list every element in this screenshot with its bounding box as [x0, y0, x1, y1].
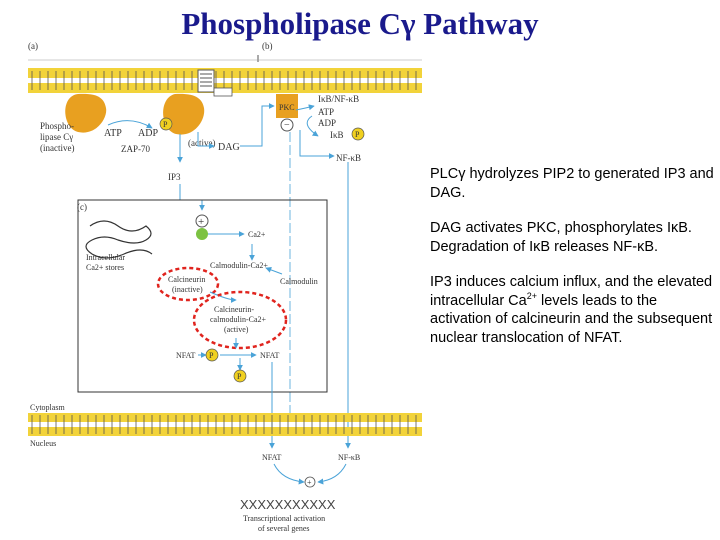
- er-icon: [85, 220, 153, 259]
- calmodulin-ca-label: Calmodulin-Ca2+: [210, 261, 268, 270]
- svg-text:PKC: PKC: [279, 103, 295, 112]
- nfat-left-label: NFAT: [176, 351, 196, 360]
- svg-text:(inactive): (inactive): [172, 285, 203, 294]
- calcineurin-inactive-label-1: Calcineurin: [168, 275, 205, 284]
- zap70-label: ZAP-70: [121, 144, 150, 154]
- svg-text:P: P: [237, 372, 242, 381]
- svg-text:(active): (active): [224, 325, 249, 334]
- calcineurin-active-highlight: [192, 290, 288, 350]
- calcineurin-active-label-1: Calcineurin-: [214, 305, 254, 314]
- svg-text:Calcineurin: Calcineurin: [168, 275, 205, 284]
- calcineurin-active-label-2: calmodulin-Ca2+: [210, 315, 267, 324]
- adp-label-a: ADP: [138, 128, 158, 139]
- calmodulin-label: Calmodulin: [280, 277, 318, 286]
- ip3-receptor-dot: [196, 228, 208, 240]
- panel-b-label: (b): [262, 41, 273, 51]
- plc-inactive-shape: [65, 93, 107, 133]
- svg-text:P: P: [355, 130, 360, 139]
- plc-active-shape: [163, 93, 205, 135]
- phosphate-icon-b: [351, 127, 365, 141]
- plus-icon: [195, 214, 209, 228]
- minus-sign: −: [284, 120, 290, 131]
- plc-inactive-label-3: (inactive): [40, 143, 74, 153]
- svg-text:(inactive): (inactive): [40, 143, 74, 153]
- ca-stores-label-2: Ca2+ stores: [86, 263, 124, 272]
- ca-stores-label-1: Intracellular: [86, 253, 125, 262]
- dag-label: DAG: [218, 142, 240, 153]
- phosphate-icon-free: [233, 369, 247, 383]
- panel-c-label: (c): [77, 202, 87, 212]
- note-ip3: IP3 induces calcium influx, and the elev…: [430, 274, 713, 346]
- target-plus-icon: [304, 476, 316, 488]
- pkc-node: PKC: [276, 94, 298, 118]
- phosphate-icon-nfat: [205, 348, 219, 362]
- atp-label-a: ATP: [104, 128, 122, 139]
- calcineurin-inactive-highlight: [156, 266, 220, 302]
- ip3-label: IP3: [168, 172, 181, 182]
- transcription-label-2: of several genes: [258, 524, 310, 533]
- inhibit-sign: [280, 118, 294, 132]
- nucleus-label: Nucleus: [30, 439, 56, 448]
- nfkb-label-b: NF-κB: [336, 153, 361, 163]
- plus-sign: +: [198, 216, 204, 228]
- svg-text:P: P: [209, 351, 214, 360]
- note-plc: PLCγ hydrolyzes PIP2 to generated IP3 an…: [430, 166, 714, 201]
- ikb-label: IκB: [330, 130, 344, 140]
- svg-text:+: +: [307, 478, 312, 487]
- transcription-label-1: Transcriptional activation: [243, 514, 325, 523]
- phosphate-icon: [159, 117, 173, 131]
- calcineurin-active-label-3: (active): [224, 325, 249, 334]
- svg-text:Ca2+ stores: Ca2+ stores: [86, 263, 124, 272]
- svg-text:Intracellular: Intracellular: [86, 253, 125, 262]
- slide-title: Phospholipase Cγ Pathway: [181, 6, 539, 41]
- ca2-label: Ca2+: [248, 230, 266, 239]
- note-dag: DAG activates PKC, phosphorylates IκB. D…: [430, 220, 692, 255]
- svg-text:Transcriptional activation: Transcriptional activation: [243, 514, 325, 523]
- receptor-icon: [197, 69, 233, 97]
- gene-sequence: XXXXXXXXXXX: [240, 497, 336, 512]
- panel-a-label: (a): [28, 41, 38, 51]
- atp-label-b: ATP: [318, 107, 334, 117]
- plc-active-label: (active): [188, 138, 215, 148]
- ikb-nfkb-label: IκB/NF-κB: [318, 94, 359, 104]
- plc-inactive-label-1: Phospho-: [40, 121, 74, 131]
- explanation-notes: PLCγ hydrolyzes PIP2 to generated IP3 an…: [430, 165, 715, 364]
- cytoplasm-label: Cytoplasm: [30, 403, 65, 412]
- svg-text:of several genes: of several genes: [258, 524, 310, 533]
- nfat-right-label: NFAT: [260, 351, 280, 360]
- panel-c-box: [77, 199, 328, 393]
- nfat-nucleus-label: NFAT: [262, 453, 282, 462]
- svg-text:Calcineurin-: Calcineurin-: [214, 305, 254, 314]
- plc-inactive-label-2: lipase Cγ: [40, 132, 73, 142]
- nuclear-membrane: [28, 413, 422, 436]
- nfkb-nucleus-label: NF-κB: [338, 453, 360, 462]
- adp-label-b: ADP: [318, 118, 336, 128]
- svg-text:calmodulin-Ca2+: calmodulin-Ca2+: [210, 315, 267, 324]
- phosphate-label: P: [163, 120, 168, 129]
- svg-text:Phospho-: Phospho-: [40, 121, 74, 131]
- calcineurin-inactive-label-2: (inactive): [172, 285, 203, 294]
- svg-text:lipase Cγ: lipase Cγ: [40, 132, 73, 142]
